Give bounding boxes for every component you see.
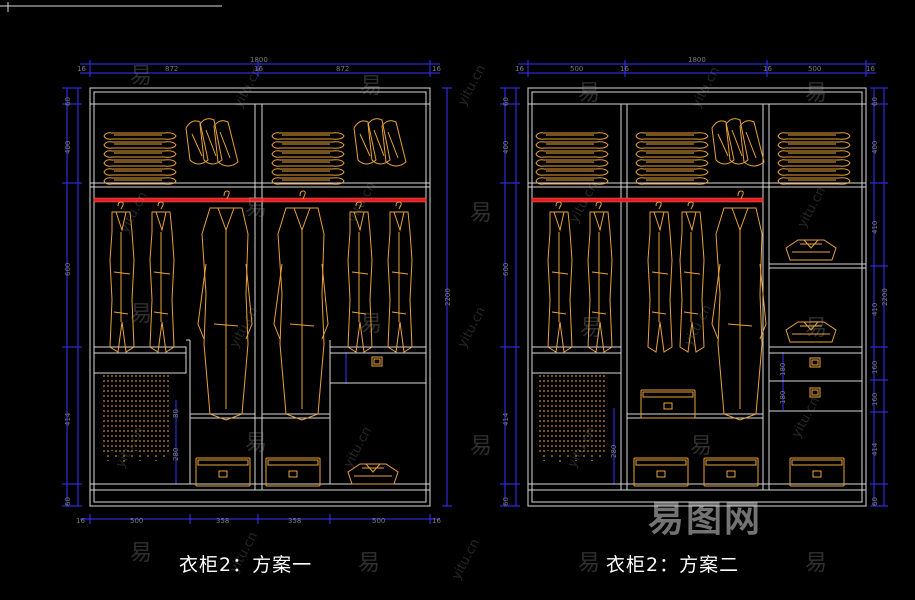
svg-text:16: 16 — [866, 65, 875, 73]
left-contents — [103, 118, 413, 487]
svg-text:60: 60 — [871, 97, 879, 106]
svg-text:280: 280 — [172, 448, 180, 461]
left-carcass — [89, 87, 431, 507]
left-wardrobe-plan: 16 872 16 872 16 1800 16 500 358 358 500… — [62, 56, 452, 525]
svg-text:180: 180 — [779, 363, 787, 376]
right-dimension-lines — [500, 60, 888, 507]
svg-text:414: 414 — [64, 412, 72, 426]
svg-text:872: 872 — [336, 65, 349, 73]
svg-text:16: 16 — [620, 65, 629, 73]
svg-text:414: 414 — [502, 412, 510, 426]
svg-text:16: 16 — [76, 517, 85, 525]
svg-text:80: 80 — [172, 409, 180, 418]
left-dimension-lines — [62, 60, 452, 524]
svg-text:160: 160 — [871, 361, 879, 374]
svg-text:500: 500 — [130, 517, 143, 525]
title-line — [0, 2, 222, 12]
svg-text:60: 60 — [64, 497, 72, 506]
svg-text:410: 410 — [871, 221, 879, 234]
svg-text:16: 16 — [432, 65, 441, 73]
svg-text:400: 400 — [502, 141, 510, 154]
right-hanging-rail — [531, 197, 764, 203]
svg-text:60: 60 — [64, 97, 72, 106]
svg-text:16: 16 — [515, 65, 524, 73]
svg-text:2200: 2200 — [444, 288, 452, 306]
svg-text:500: 500 — [372, 517, 385, 525]
svg-text:16: 16 — [432, 517, 441, 525]
svg-text:1800: 1800 — [688, 56, 706, 64]
svg-text:1800: 1800 — [250, 56, 268, 64]
svg-text:410: 410 — [871, 303, 879, 316]
svg-text:60: 60 — [502, 97, 510, 106]
svg-text:414: 414 — [871, 442, 879, 456]
left-hanging-rail — [93, 197, 427, 203]
svg-text:180: 180 — [779, 391, 787, 404]
svg-text:358: 358 — [216, 517, 229, 525]
svg-text:500: 500 — [808, 65, 821, 73]
svg-text:160: 160 — [871, 393, 879, 406]
svg-text:2200: 2200 — [881, 288, 889, 306]
svg-text:872: 872 — [165, 65, 178, 73]
svg-text:16: 16 — [763, 65, 772, 73]
svg-text:400: 400 — [64, 141, 72, 154]
right-wardrobe-plan: 16 500 16 1800 16 500 16 60 400 600 414 … — [500, 56, 889, 507]
svg-text:400: 400 — [871, 141, 879, 154]
left-dimension-text: 16 872 16 872 16 1800 16 500 358 358 500… — [64, 56, 452, 525]
caption-plan-two: 衣柜2：方案二 — [606, 554, 740, 576]
svg-text:60: 60 — [871, 497, 879, 506]
svg-text:358: 358 — [288, 517, 301, 525]
svg-text:16: 16 — [77, 65, 86, 73]
right-carcass — [527, 87, 867, 507]
svg-text:60: 60 — [502, 497, 510, 506]
svg-text:600: 600 — [64, 263, 72, 276]
caption-plan-one: 衣柜2：方案一 — [179, 554, 313, 576]
svg-text:500: 500 — [570, 65, 583, 73]
right-contents — [535, 118, 851, 487]
svg-text:280: 280 — [610, 445, 618, 458]
svg-text:16: 16 — [254, 65, 263, 73]
svg-text:600: 600 — [502, 263, 510, 276]
right-dimension-text: 16 500 16 1800 16 500 16 60 400 600 414 … — [502, 56, 889, 506]
